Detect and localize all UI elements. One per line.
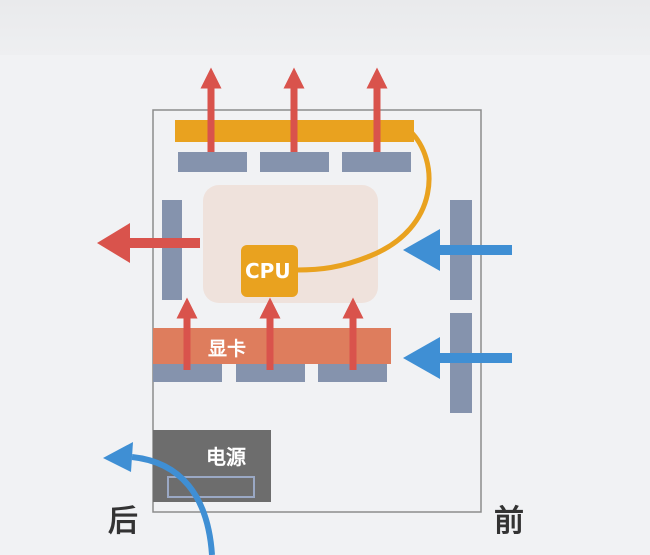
- gpu-fan-3: [318, 364, 387, 382]
- gpu-label: 显卡: [208, 338, 247, 360]
- gpu-fan-1: [153, 364, 222, 382]
- rear-exhaust-shaft: [128, 238, 200, 248]
- psu-intake-arrow: [131, 454, 215, 555]
- front-intake-shaft-upper: [438, 245, 512, 255]
- psu-box: [153, 430, 271, 502]
- front-intake-shaft-lower: [438, 353, 512, 363]
- cpu-block: [241, 245, 298, 297]
- front-intake-head-upper: [403, 229, 440, 271]
- rear-exhaust-head: [97, 223, 130, 263]
- cpu-label: CPU: [245, 259, 291, 283]
- top-fan-1: [178, 152, 247, 172]
- top-band: [0, 0, 650, 55]
- top-fan-2: [260, 152, 329, 172]
- case-outline: [152, 109, 482, 513]
- front-label: 前: [494, 504, 524, 539]
- rear-label: 后: [108, 504, 138, 539]
- psu-label: 电源: [206, 445, 246, 469]
- gpu-fan-2: [236, 364, 305, 382]
- top-fan-3: [342, 152, 411, 172]
- cooling-tube: [294, 128, 432, 273]
- rear-fan: [162, 200, 182, 300]
- front-intake-head-lower: [403, 337, 440, 379]
- psu-intake-arrow-head: [103, 442, 133, 472]
- psu-vent: [167, 476, 255, 498]
